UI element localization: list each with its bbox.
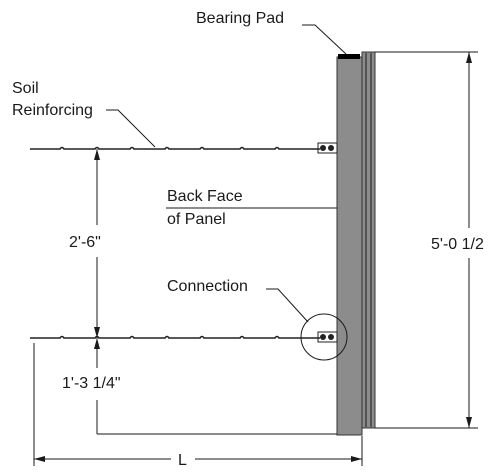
spacing-dimension-line bbox=[94, 149, 100, 338]
soil-reinforcing-label-line2: Reinforcing bbox=[12, 102, 93, 119]
length-dimension-line bbox=[33, 343, 363, 466]
back-face-label-line2: of Panel bbox=[167, 211, 226, 228]
bearing-pad-leader bbox=[302, 24, 347, 55]
bottom-offset-dimension-line bbox=[94, 338, 337, 435]
strap-connection-top bbox=[317, 142, 338, 154]
bottom-offset-dimension-label: 1'-3 1/4" bbox=[62, 375, 121, 392]
connection-label: Connection bbox=[167, 278, 248, 295]
connection-detail-circle bbox=[300, 313, 348, 361]
soil-reinforcing-leader bbox=[106, 109, 156, 148]
back-face-label-line1: Back Face bbox=[167, 188, 243, 205]
spacing-dimension-label: 2'-6" bbox=[69, 234, 101, 251]
connection-leader bbox=[266, 288, 309, 323]
soil-reinforcing-label-line1: Soil bbox=[12, 80, 39, 97]
wall-panel-face-strip bbox=[361, 51, 376, 429]
soil-reinforcing-strap-bottom bbox=[30, 335, 320, 339]
panel-height-dimension-label: 5'-0 1/2 bbox=[431, 236, 484, 253]
bearing-pad bbox=[338, 54, 360, 59]
strap-connection-bottom bbox=[317, 331, 338, 343]
wall-panel bbox=[336, 56, 363, 436]
bearing-pad-label: Bearing Pad bbox=[196, 10, 284, 27]
length-dimension-label: L bbox=[178, 452, 187, 469]
soil-reinforcing-strap-top bbox=[30, 146, 320, 150]
panel-height-dimension-line bbox=[375, 51, 478, 429]
